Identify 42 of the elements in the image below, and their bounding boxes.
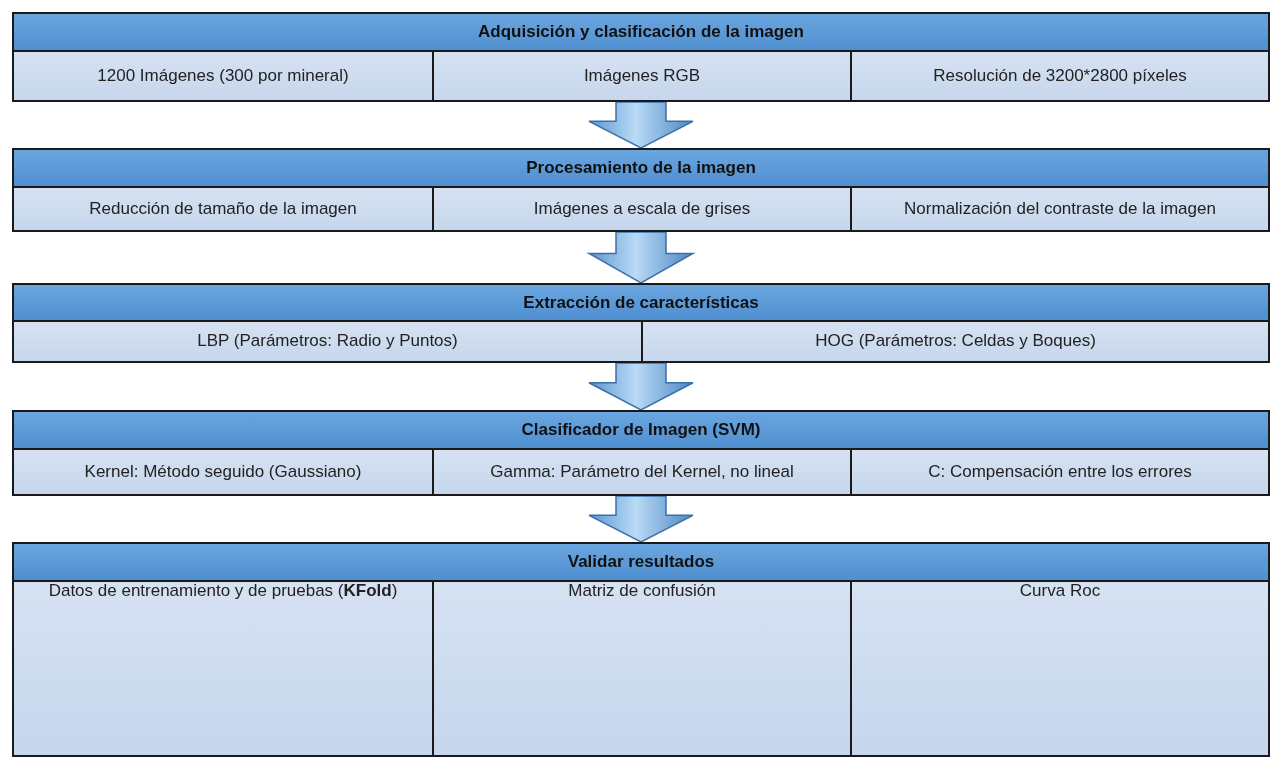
step-box: [850, 188, 1268, 230]
stage-panel: [12, 12, 1270, 102]
step-box: [432, 450, 850, 494]
step-box: [432, 188, 850, 230]
step-text: Matriz de confusión: [568, 582, 716, 601]
step-box: [14, 450, 432, 494]
step-box: [14, 52, 432, 100]
block-arrow: [586, 231, 696, 284]
step-text: Gamma: Parámetro del Kernel, no lineal: [490, 462, 794, 482]
stage-panel: [12, 410, 1270, 496]
step-box: [641, 322, 1268, 361]
step-box: [850, 582, 1268, 755]
step-text: LBP (Parámetros: Radio y Puntos): [197, 332, 458, 351]
step-box: [14, 582, 432, 755]
step-text: Resolución de 3200*2800 píxeles: [933, 66, 1187, 86]
step-text: Normalización del contraste de la imagen: [904, 199, 1216, 219]
step-text: 1200 Imágenes (300 por mineral): [97, 66, 349, 86]
step-text: Imágenes a escala de grises: [533, 199, 751, 219]
stage-panel: [12, 283, 1270, 363]
block-arrow: [588, 495, 694, 543]
step-box: [850, 52, 1268, 100]
step-box: [14, 322, 641, 361]
step-text: C: Compensación entre los errores: [928, 462, 1192, 482]
stage-title: Adquisición y clasificación de la imagen: [478, 22, 804, 42]
step-text: Datos de entrenamiento y de pruebas (KFold): [48, 582, 398, 601]
step-text: Imágenes RGB: [583, 66, 701, 86]
step-box: [432, 52, 850, 100]
stage-panel: [12, 148, 1270, 232]
block-arrow: [588, 362, 694, 411]
stage-title: Validar resultados: [567, 552, 715, 572]
block-arrow: [588, 101, 694, 149]
step-text: Kernel: Método seguido (Gaussiano): [84, 462, 362, 482]
step-box: [14, 188, 432, 230]
step-text: Reducción de tamaño de la imagen: [89, 199, 357, 219]
stage-panel: [12, 542, 1270, 757]
step-box: [850, 450, 1268, 494]
stage-title: Extracción de características: [523, 292, 759, 313]
step-text: Curva Roc: [1019, 582, 1101, 601]
stage-title: Procesamiento de la imagen: [526, 158, 756, 178]
stage-title: Clasificador de Imagen (SVM): [521, 420, 761, 440]
step-box: [432, 582, 850, 755]
step-text: HOG (Parámetros: Celdas y Boques): [815, 332, 1096, 351]
